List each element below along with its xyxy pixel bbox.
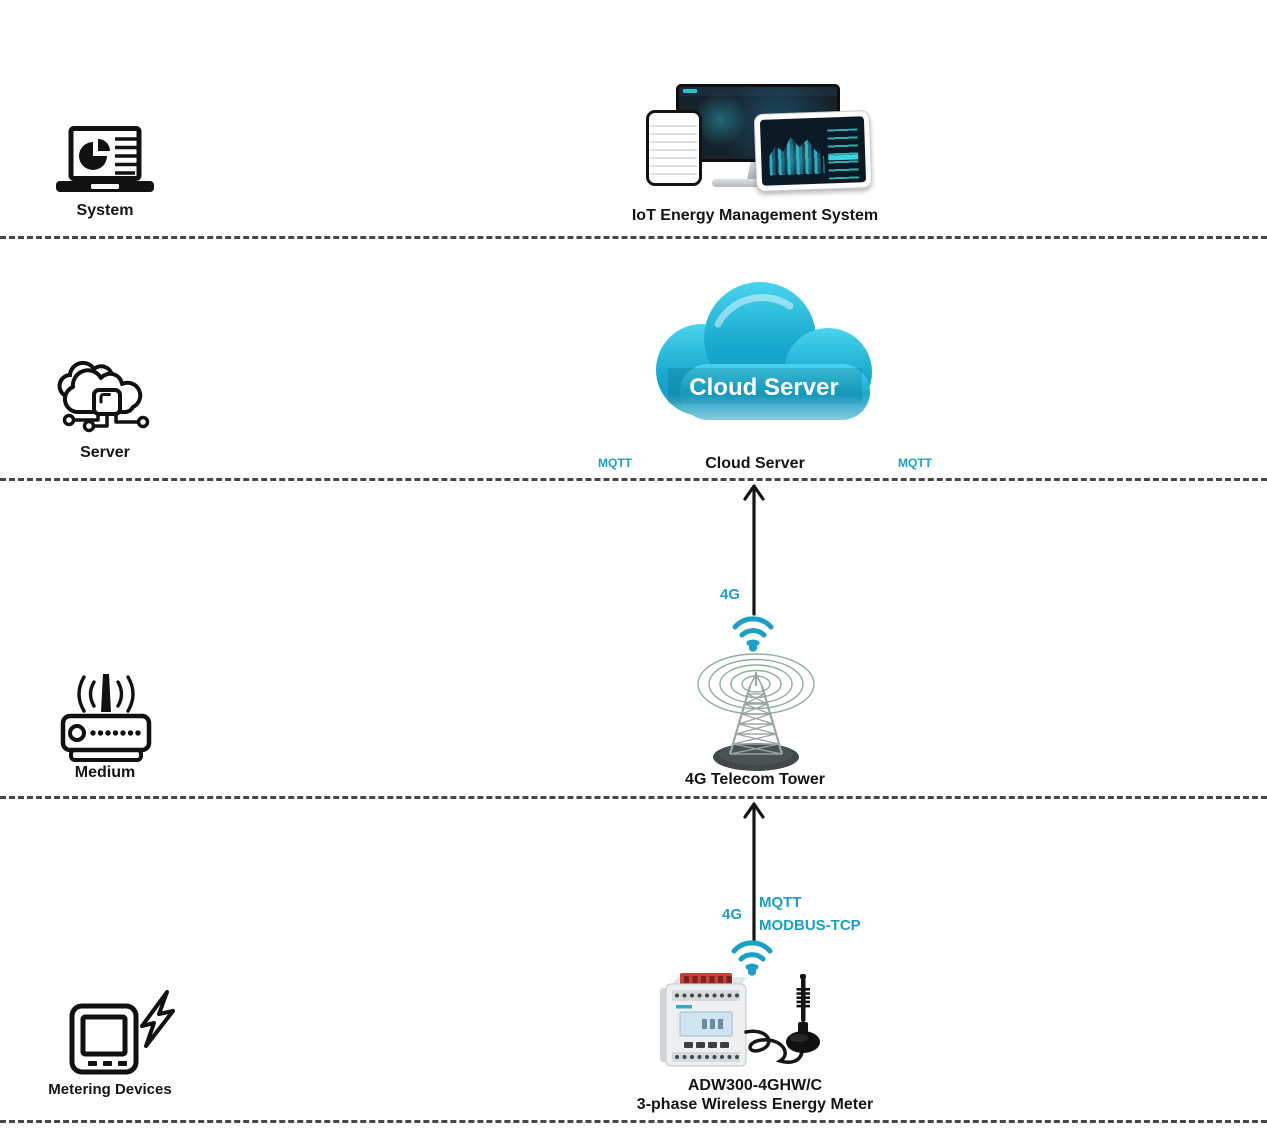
tablet-screen: [759, 116, 867, 186]
separator-system-server: [0, 236, 1267, 239]
iot-system-label: IoT Energy Management System: [631, 207, 879, 224]
uplink-4g-label-upper: 4G: [719, 586, 740, 603]
metering-devices-label: Metering Devices: [48, 1081, 172, 1098]
cloud-server-label: Cloud Server: [705, 455, 805, 472]
telecom-tower-icon: [697, 653, 815, 771]
wifi-icon-upper: [732, 616, 774, 652]
uplink-mqtt-label: MQTT: [759, 894, 802, 911]
medium-icon-label: Medium: [74, 764, 136, 781]
energy-meter-graphic: [660, 973, 820, 1067]
phone-app-icon: [646, 110, 702, 186]
cloud-server-graphic: Cloud Server: [638, 282, 890, 454]
uplink-4g-label-lower: 4G: [721, 906, 742, 923]
tablet-city-visual: [768, 132, 824, 176]
separator-server-medium: [0, 478, 1267, 481]
phone-screen: [651, 119, 697, 177]
meter-desc-label: 3-phase Wireless Energy Meter: [636, 1096, 874, 1113]
laptop-analytics-icon: [56, 126, 154, 192]
mqtt-right-label: MQTT: [898, 456, 932, 470]
separator-medium-metering: [0, 796, 1267, 799]
uplink-modbus-label: MODBUS-TCP: [759, 917, 861, 934]
mqtt-left-label: MQTT: [598, 456, 632, 470]
meter-name-label: ADW300-4GHW/C: [687, 1077, 823, 1094]
uplink-arrow-meter-to-tower: [743, 802, 765, 942]
separator-bottom: [0, 1120, 1267, 1123]
meter-bolt-icon: [69, 990, 175, 1075]
wifi-icon-lower: [731, 940, 773, 976]
system-icon-label: System: [76, 202, 134, 219]
uplink-arrow-tower-to-cloud: [743, 484, 765, 616]
tablet-dashboard-icon: [753, 109, 873, 193]
router-icon: [60, 674, 152, 762]
server-icon-label: Server: [80, 444, 130, 461]
tablet-cyan-button: [828, 154, 859, 161]
cloud-network-icon: [57, 360, 150, 433]
telecom-tower-label: 4G Telecom Tower: [685, 771, 825, 788]
